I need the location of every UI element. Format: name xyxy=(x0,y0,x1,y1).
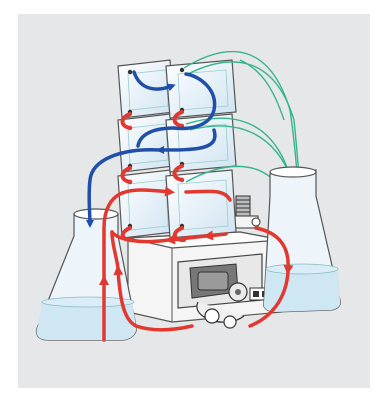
cell-plate xyxy=(117,113,175,173)
valve-icon xyxy=(231,195,261,229)
peristaltic-pump-icon xyxy=(177,253,271,329)
cell-plate xyxy=(165,59,237,119)
blue-flow xyxy=(85,70,217,228)
red-flow xyxy=(99,186,294,342)
erlenmeyer-flask-icon xyxy=(263,166,341,313)
erlenmeyer-flask-icon xyxy=(35,208,137,341)
